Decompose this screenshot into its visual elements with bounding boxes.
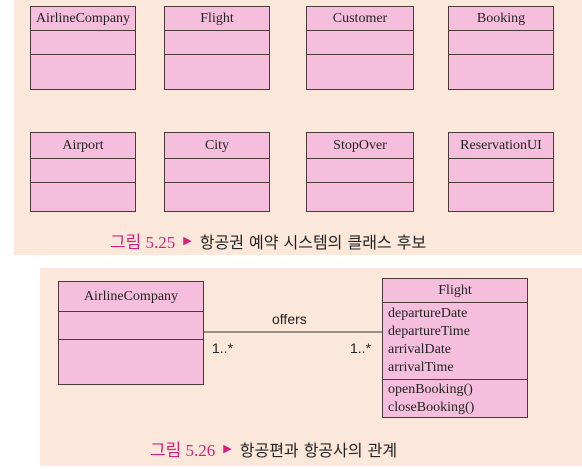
attribute: departureTime xyxy=(388,324,470,339)
figure-5-25-caption: 그림 5.25 ▶ 항공권 예약 시스템의 클래스 후보 xyxy=(110,228,426,253)
operations-section: openBooking() closeBooking() xyxy=(383,380,527,417)
left-multiplicity: 1..* xyxy=(212,340,234,356)
caption-text: 항공편과 항공사의 관계 xyxy=(239,440,398,460)
right-multiplicity: 1..* xyxy=(350,340,372,356)
attributes-section: departureDate departureTime arrivalDate … xyxy=(383,303,527,380)
attribute: arrivalTime xyxy=(388,360,454,375)
attributes-section xyxy=(59,312,203,340)
operation: closeBooking() xyxy=(388,400,475,415)
operations-section xyxy=(59,340,203,384)
class-box-airlinecompany-detail: AirlineCompany xyxy=(58,281,204,385)
class-name: Booking xyxy=(449,7,553,31)
figure-number: 그림 5.25 xyxy=(110,233,176,252)
class-name: City xyxy=(165,133,269,159)
figure-5-26-caption: 그림 5.26 ▶ 항공편과 항공사의 관계 xyxy=(150,436,397,461)
class-name: ReservationUI xyxy=(449,133,553,159)
class-box-flight: Flight xyxy=(164,6,270,90)
class-box-booking: Booking xyxy=(448,6,554,90)
class-box-reservationui: ReservationUI xyxy=(448,132,554,212)
association-label: offers xyxy=(272,311,307,327)
class-box-airport: Airport xyxy=(30,132,136,212)
class-name: Flight xyxy=(165,7,269,31)
class-name: StopOver xyxy=(307,133,413,159)
attributes-section xyxy=(31,159,135,183)
triangle-marker-icon: ▶ xyxy=(223,442,232,455)
class-name: AirlineCompany xyxy=(59,282,203,312)
attributes-section xyxy=(449,31,553,55)
class-name: AirlineCompany xyxy=(31,7,135,31)
class-box-airlinecompany: AirlineCompany xyxy=(30,6,136,90)
triangle-marker-icon: ▶ xyxy=(183,234,192,247)
class-box-flight-detail: Flight departureDate departureTime arriv… xyxy=(382,278,528,418)
attributes-section xyxy=(165,159,269,183)
class-name: Flight xyxy=(383,279,527,303)
attribute: departureDate xyxy=(388,306,468,321)
caption-text: 항공권 예약 시스템의 클래스 후보 xyxy=(199,232,427,252)
class-box-stopover: StopOver xyxy=(306,132,414,212)
attributes-section xyxy=(31,31,135,55)
attribute: arrivalDate xyxy=(388,342,451,357)
class-name: Airport xyxy=(31,133,135,159)
figure-number: 그림 5.26 xyxy=(150,441,216,460)
attributes-section xyxy=(165,31,269,55)
class-box-city: City xyxy=(164,132,270,212)
class-name: Customer xyxy=(307,7,413,31)
attributes-section xyxy=(307,31,413,55)
class-box-customer: Customer xyxy=(306,6,414,90)
operation: openBooking() xyxy=(388,382,473,397)
attributes-section xyxy=(307,159,413,183)
attributes-section xyxy=(449,159,553,183)
